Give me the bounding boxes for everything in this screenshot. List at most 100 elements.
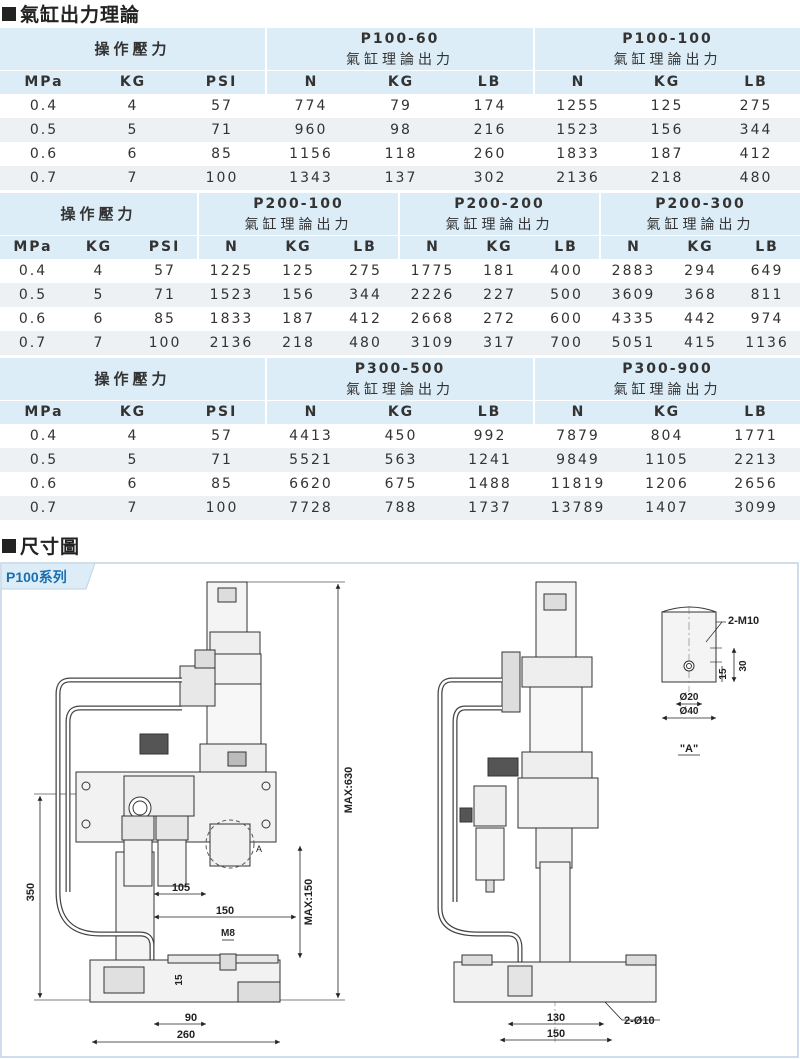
dim-holes: 2-Ø10 bbox=[624, 1015, 655, 1027]
model-header: P100-60 bbox=[264, 28, 535, 49]
unit-header: MPa bbox=[0, 234, 66, 259]
table-cell: 71 bbox=[178, 448, 266, 472]
table-cell: 1771 bbox=[734, 428, 778, 444]
theory-title-text: 氣缸出力理論 bbox=[20, 4, 141, 26]
table-cell: 2213 bbox=[712, 448, 800, 472]
dim-350: 350 bbox=[25, 883, 37, 901]
table-cell: 600 bbox=[550, 311, 583, 327]
unit-header: LB bbox=[734, 234, 800, 259]
unit-header: KG bbox=[66, 234, 132, 259]
table-cell: 57 bbox=[154, 263, 176, 279]
table-cell: 227 bbox=[466, 283, 533, 307]
table-cell: 13789 bbox=[534, 496, 622, 520]
table-cell: 0.6 bbox=[29, 146, 59, 162]
table-cell: 6620 bbox=[289, 476, 333, 492]
table-cell: 1833 bbox=[209, 311, 254, 327]
table-cell: 137 bbox=[356, 166, 446, 190]
table-cell: 1156 bbox=[289, 146, 333, 162]
table-cell: 85 bbox=[211, 476, 233, 492]
table-cell: 563 bbox=[356, 448, 446, 472]
table-cell: 649 bbox=[750, 263, 784, 279]
table-cell: 1523 bbox=[198, 283, 265, 307]
table-cell: 3109 bbox=[399, 331, 466, 355]
unit-header: LB bbox=[446, 399, 534, 424]
unit-header: LB bbox=[533, 234, 600, 259]
theory-force-header: 氣缸理論出力 bbox=[398, 214, 600, 235]
dim-105: 105 bbox=[172, 882, 190, 894]
unit-header: KG bbox=[356, 399, 446, 424]
table-cell: 100 bbox=[178, 496, 266, 520]
table-cell: 0.4 bbox=[18, 263, 48, 279]
table-cell: 1105 bbox=[622, 448, 712, 472]
force-table-p200: 操作壓力 P200-100 P200-200 P200-300 氣缸理論出力 氣… bbox=[0, 193, 800, 355]
table-cell: 9849 bbox=[534, 448, 622, 472]
table-cell: 4413 bbox=[289, 428, 333, 444]
table-cell: 218 bbox=[265, 331, 332, 355]
table-cell: 71 bbox=[178, 118, 266, 142]
table-cell: 7728 bbox=[266, 496, 356, 520]
detail-h15: 15 bbox=[718, 668, 729, 680]
detail-ref-label: A bbox=[256, 844, 262, 854]
theory-force-header: 氣缸理論出力 bbox=[533, 49, 800, 70]
table-cell: 4 bbox=[93, 263, 105, 279]
table-cell: 85 bbox=[154, 311, 176, 327]
table-cell: 442 bbox=[684, 311, 717, 327]
table-cell: 992 bbox=[473, 428, 507, 444]
table-cell: 480 bbox=[712, 166, 800, 190]
dimensions-title-text: 尺寸圖 bbox=[20, 536, 81, 558]
unit-header: N bbox=[265, 399, 356, 424]
theory-force-header: 氣缸理論出力 bbox=[264, 49, 535, 70]
table-cell: 57 bbox=[211, 98, 233, 114]
unit-header: LB bbox=[446, 69, 535, 94]
table-cell: 7879 bbox=[556, 428, 600, 444]
table-cell: 57 bbox=[211, 428, 233, 444]
dim-90: 90 bbox=[185, 1012, 197, 1024]
table-cell: 85 bbox=[211, 146, 233, 162]
unit-header: N bbox=[533, 69, 623, 94]
table-cell: 272 bbox=[483, 311, 516, 327]
detail-thread: 2-M10 bbox=[728, 615, 759, 627]
dim-260: 260 bbox=[177, 1029, 195, 1041]
table-cell: 260 bbox=[473, 146, 507, 162]
table-cell: 7 bbox=[88, 166, 178, 190]
table-cell: 2883 bbox=[611, 263, 656, 279]
detail-h30: 30 bbox=[738, 660, 749, 672]
unit-header: N bbox=[265, 69, 356, 94]
detail-d20: Ø20 bbox=[680, 692, 699, 703]
unit-header: KG bbox=[356, 69, 446, 94]
table-cell: 5521 bbox=[266, 448, 356, 472]
table-cell: 7 bbox=[88, 496, 178, 520]
table-cell: 3099 bbox=[712, 496, 800, 520]
unit-header: KG bbox=[265, 234, 332, 259]
table-cell: 960 bbox=[266, 118, 356, 142]
table-cell: 98 bbox=[356, 118, 446, 142]
table-cell: 181 bbox=[483, 263, 516, 279]
table-cell: 412 bbox=[349, 311, 382, 327]
table-cell: 3609 bbox=[600, 283, 667, 307]
model-header: P300-900 bbox=[532, 358, 800, 379]
table-cell: 5051 bbox=[600, 331, 667, 355]
table-cell: 0.4 bbox=[29, 428, 59, 444]
table-cell: 317 bbox=[466, 331, 533, 355]
table-cell: 71 bbox=[132, 283, 198, 307]
unit-header: KG bbox=[88, 399, 178, 424]
table-cell: 774 bbox=[294, 98, 328, 114]
table-cell: 156 bbox=[622, 118, 713, 142]
theory-section-title: 氣缸出力理論 bbox=[2, 0, 140, 27]
table-cell: 6 bbox=[127, 146, 139, 162]
table-cell: 1136 bbox=[734, 331, 800, 355]
unit-header: N bbox=[197, 234, 265, 259]
table-cell: 1241 bbox=[446, 448, 534, 472]
table-cell: 0.5 bbox=[0, 448, 88, 472]
table-cell: 5 bbox=[88, 118, 178, 142]
table-cell: 4 bbox=[127, 98, 139, 114]
theory-force-header: 氣缸理論出力 bbox=[532, 379, 800, 400]
